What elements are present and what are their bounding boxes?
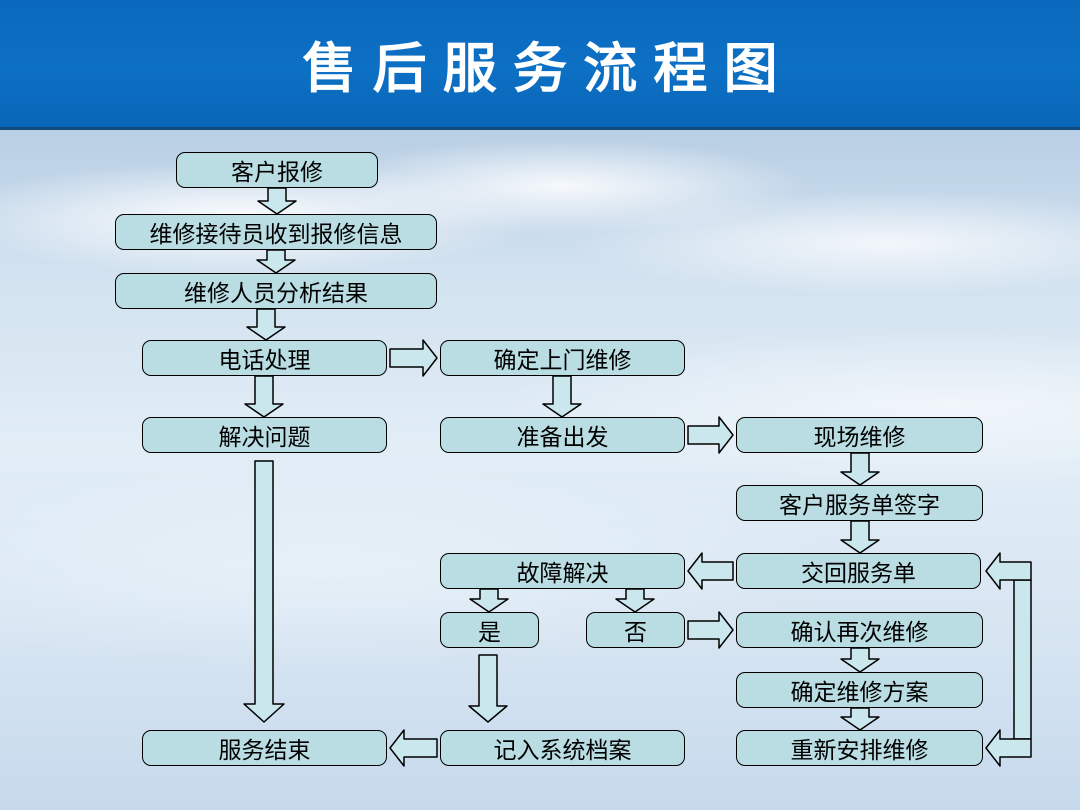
node-fault-resolved: 故障解决 bbox=[440, 553, 685, 589]
slide-title: 售后服务流程图 bbox=[302, 39, 794, 99]
arrow-fault-to-yes-icon bbox=[469, 588, 509, 613]
title-banner: 售后服务流程图 bbox=[0, 0, 1080, 130]
node-confirm-onsite: 确定上门维修 bbox=[440, 340, 685, 376]
arrow-yes-to-record-icon bbox=[468, 654, 508, 723]
arrow-analyze-to-phone-icon bbox=[246, 308, 286, 341]
arrow-confirm-to-plan-icon bbox=[840, 647, 880, 673]
arrow-onsite-to-depart-icon bbox=[542, 375, 582, 418]
node-no: 否 bbox=[586, 612, 685, 648]
node-service-end: 服务结束 bbox=[142, 730, 387, 766]
arrow-solve-to-end-icon bbox=[243, 460, 285, 723]
loop-arrow-to-reschedule-icon bbox=[985, 729, 1032, 767]
arrow-phone-to-solve-icon bbox=[244, 375, 284, 418]
arrow-depart-to-field-icon bbox=[687, 416, 734, 454]
node-receive-info: 维修接待员收到报修信息 bbox=[115, 214, 437, 250]
arrow-field-to-sign-icon bbox=[840, 452, 880, 486]
node-phone-handle: 电话处理 bbox=[142, 340, 387, 376]
node-customer-report: 客户报修 bbox=[176, 152, 378, 188]
node-yes: 是 bbox=[440, 612, 539, 648]
arrow-sign-to-return-icon bbox=[840, 520, 880, 554]
arrow-report-to-receive-icon bbox=[257, 187, 297, 215]
arrow-no-to-confirm-icon bbox=[687, 611, 734, 649]
node-prepare-depart: 准备出发 bbox=[440, 417, 685, 453]
node-solve-problem: 解决问题 bbox=[142, 417, 387, 453]
arrow-phone-to-onsite-icon bbox=[389, 339, 438, 377]
loop-arrow-to-return-icon bbox=[985, 552, 1032, 590]
node-customer-sign: 客户服务单签字 bbox=[736, 485, 983, 521]
node-decide-repair-plan: 确定维修方案 bbox=[736, 672, 983, 708]
node-record-to-system: 记入系统档案 bbox=[440, 730, 685, 766]
node-analyze-result: 维修人员分析结果 bbox=[115, 273, 437, 309]
arrow-return-to-fault-icon bbox=[687, 552, 734, 590]
node-reschedule-repair: 重新安排维修 bbox=[736, 730, 983, 766]
arrow-receive-to-analyze-icon bbox=[256, 249, 296, 274]
node-return-sheet: 交回服务单 bbox=[736, 553, 981, 589]
arrow-fault-to-no-icon bbox=[615, 588, 655, 613]
loop-connector-bar bbox=[1013, 579, 1032, 740]
node-confirm-repeat-repair: 确认再次维修 bbox=[736, 612, 983, 648]
arrow-record-to-end-icon bbox=[389, 729, 438, 767]
arrow-plan-to-reschedule-icon bbox=[840, 707, 880, 731]
node-onsite-repair: 现场维修 bbox=[736, 417, 983, 453]
